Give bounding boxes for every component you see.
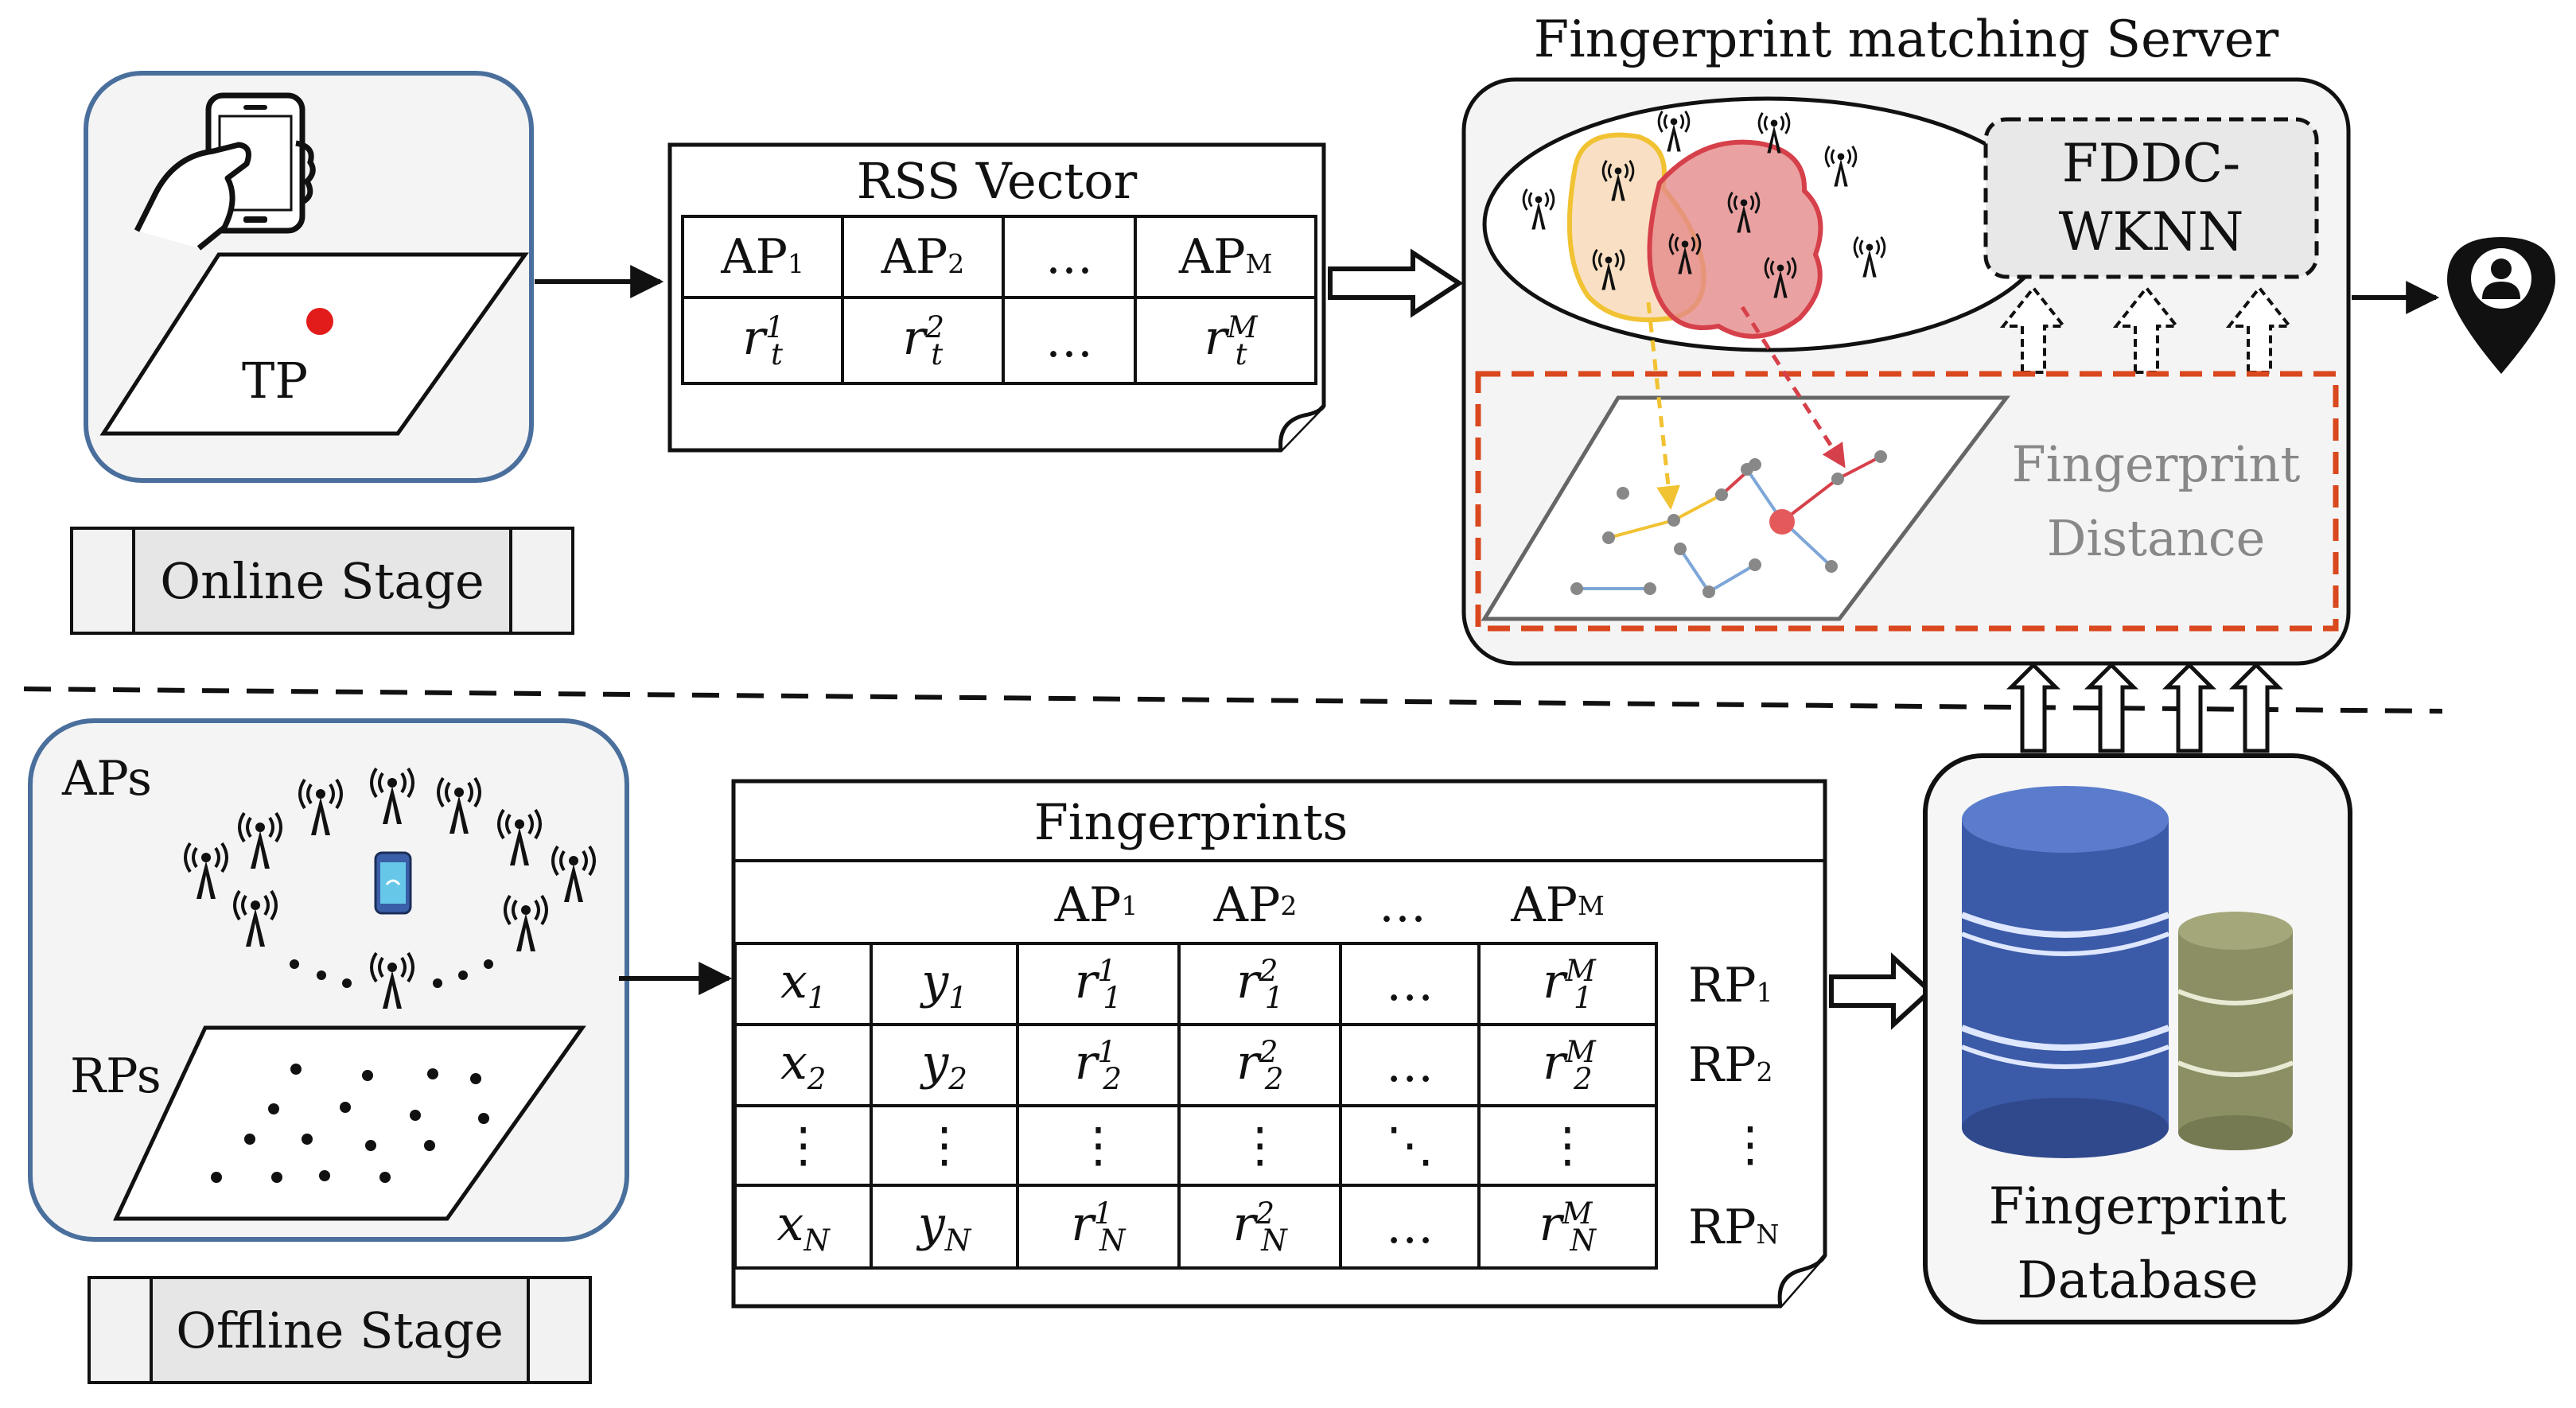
offline-ap-dots [290,959,493,988]
rss-value-1: r1t [680,296,845,385]
distance-links [1577,455,1881,593]
fp-ddots: ⋱ [1339,1104,1481,1187]
fp-r1-1: r11 [1015,942,1181,1026]
fddc-wknn-box [1983,117,2319,279]
fingerprint-distance-region [1475,371,2339,632]
hollow-arrow-rss-to-server [1328,248,1464,318]
rp-label-1: RP1 [1688,958,1773,1013]
fp-y-n: yN [870,1184,1019,1270]
fingerprints-table: x1 y1 r11 r21 … rM1 x2 y2 r12 r22 … rM2 … [733,942,1659,1270]
database-label: Fingerprint Database [1925,1173,2350,1316]
rss-header-ap1: AP1 [680,215,845,299]
rp-label-vdots: ⋮ [1726,1117,1774,1173]
rss-title: RSS Vector [856,151,1138,210]
fp-y-1: y1 [870,942,1019,1026]
fingerprint-distance-label: Fingerprint Distance [1989,422,2323,581]
fingerprints-title: Fingerprints [1033,792,1348,851]
fp-header-ellipsis: … [1379,877,1426,933]
online-stage-label: Online Stage [132,530,512,632]
rss-value-2: r2t [841,296,1005,385]
rps-label: RPs [70,1048,161,1104]
stage-separator [23,686,2443,714]
mobile-device-icon [374,851,412,915]
table-row: xN yN r1N r2N … rMN [733,1184,1659,1270]
rss-header-ap2: AP2 [841,215,1005,299]
rss-value-m: rMt [1134,296,1317,385]
fp-vdots-rm: ⋮ [1477,1104,1659,1187]
tp-dot [306,308,333,335]
fp-x-n: xN [733,1184,874,1270]
db-to-server-arrows [2006,662,2284,753]
rss-header-apm: APM [1134,215,1317,299]
tp-floor [99,252,529,436]
aps-label: APs [62,751,152,807]
table-row: x2 y2 r12 r22 … rM2 [733,1023,1659,1107]
fp-vdots-y: ⋮ [870,1104,1019,1187]
fp-x-2: x2 [733,1023,874,1107]
fp-vdots-r1: ⋮ [1015,1104,1181,1187]
fp-ellipsis-n: … [1339,1184,1481,1270]
fp-r2-1: r21 [1177,942,1343,1026]
location-pin-icon [2447,237,2555,374]
estimated-position-point [1769,509,1795,535]
fp-rm-n: rMN [1477,1184,1659,1270]
red-dashed-arrow [1740,305,1846,469]
rss-table: AP1 AP2 … APM r1t r2t … rMt [680,215,1317,385]
yellow-dashed-arrow [1646,301,1680,510]
tp-label: TP [242,352,309,410]
fp-vdots-x: ⋮ [733,1104,874,1187]
fp-vdots-r2: ⋮ [1177,1104,1343,1187]
fp-r2-2: r22 [1177,1023,1343,1107]
phone-in-hand-icon [134,92,316,251]
rss-header-ellipsis: … [1001,215,1138,299]
database-cylinder-icon [1960,786,2294,1158]
server-title: Fingerprint matching Server [1533,10,2279,69]
fp-x-1: x1 [733,942,874,1026]
fp-ellipsis-1: … [1339,942,1481,1026]
online-stage-label-box: Online Stage [70,527,574,635]
wknn-line: WKNN [2058,201,2244,263]
fddc-line: FDDC- [2061,133,2241,195]
offline-stage-label: Offline Stage [150,1279,530,1381]
fp-ellipsis-2: … [1339,1023,1481,1107]
distance-to-algo-arrows [1999,285,2294,374]
fp-rm-2: rM2 [1477,1023,1659,1107]
fp-r2-n: r2N [1177,1184,1343,1270]
distance-line1: Fingerprint [2011,435,2301,493]
rss-value-ellipsis: … [1001,296,1138,385]
fp-r1-n: r1N [1015,1184,1181,1270]
rp-label-2: RP2 [1688,1037,1773,1093]
fp-rm-1: rM1 [1477,942,1659,1026]
rp-floor [113,1025,586,1221]
distance-line2: Distance [2046,509,2266,567]
table-row: ⋮ ⋮ ⋮ ⋮ ⋱ ⋮ [733,1104,1659,1187]
database-line1: Fingerprint [1988,1177,2287,1237]
fp-r1-2: r12 [1015,1023,1181,1107]
table-row: x1 y1 r11 r21 … rM1 [733,942,1659,1026]
red-region [1647,139,1823,339]
fddc-wknn-label: FDDC- WKNN [1986,119,2317,277]
fp-y-2: y2 [870,1023,1019,1107]
offline-stage-label-box: Offline Stage [88,1276,592,1384]
database-line2: Database [2017,1251,2259,1310]
rp-label-n: RPN [1688,1200,1780,1255]
hollow-arrow-fingerprints-to-db [1829,952,1934,1030]
rp-points [211,1064,489,1183]
